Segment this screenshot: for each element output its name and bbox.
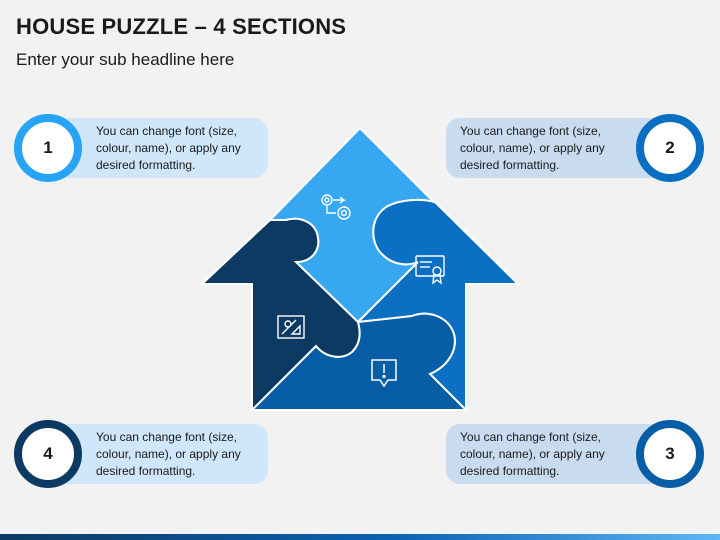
- number-badge-3: 3: [636, 420, 704, 488]
- alert-message-icon: [371, 359, 397, 388]
- certificate-icon: [415, 255, 445, 285]
- page-title: HOUSE PUZZLE – 4 SECTIONS: [16, 14, 347, 39]
- number-badge-2: 2: [636, 114, 704, 182]
- gears-icon: [321, 194, 351, 220]
- bottom-accent-bar: [0, 534, 720, 540]
- callout-text-2: You can change font (size, colour, name)…: [460, 123, 605, 172]
- callout-section-3: You can change font (size, colour, name)…: [446, 424, 671, 484]
- page-subtitle: Enter your sub headline here: [16, 50, 235, 69]
- callout-text-4: You can change font (size, colour, name)…: [96, 429, 241, 478]
- blueprint-icon: [277, 315, 305, 339]
- callout-section-2: You can change font (size, colour, name)…: [446, 118, 671, 178]
- puzzle-piece-4: [199, 217, 361, 413]
- callout-text-1: You can change font (size, colour, name)…: [96, 123, 241, 172]
- callout-text-3: You can change font (size, colour, name)…: [460, 429, 605, 478]
- number-badge-4: 4: [14, 420, 82, 488]
- number-badge-1: 1: [14, 114, 82, 182]
